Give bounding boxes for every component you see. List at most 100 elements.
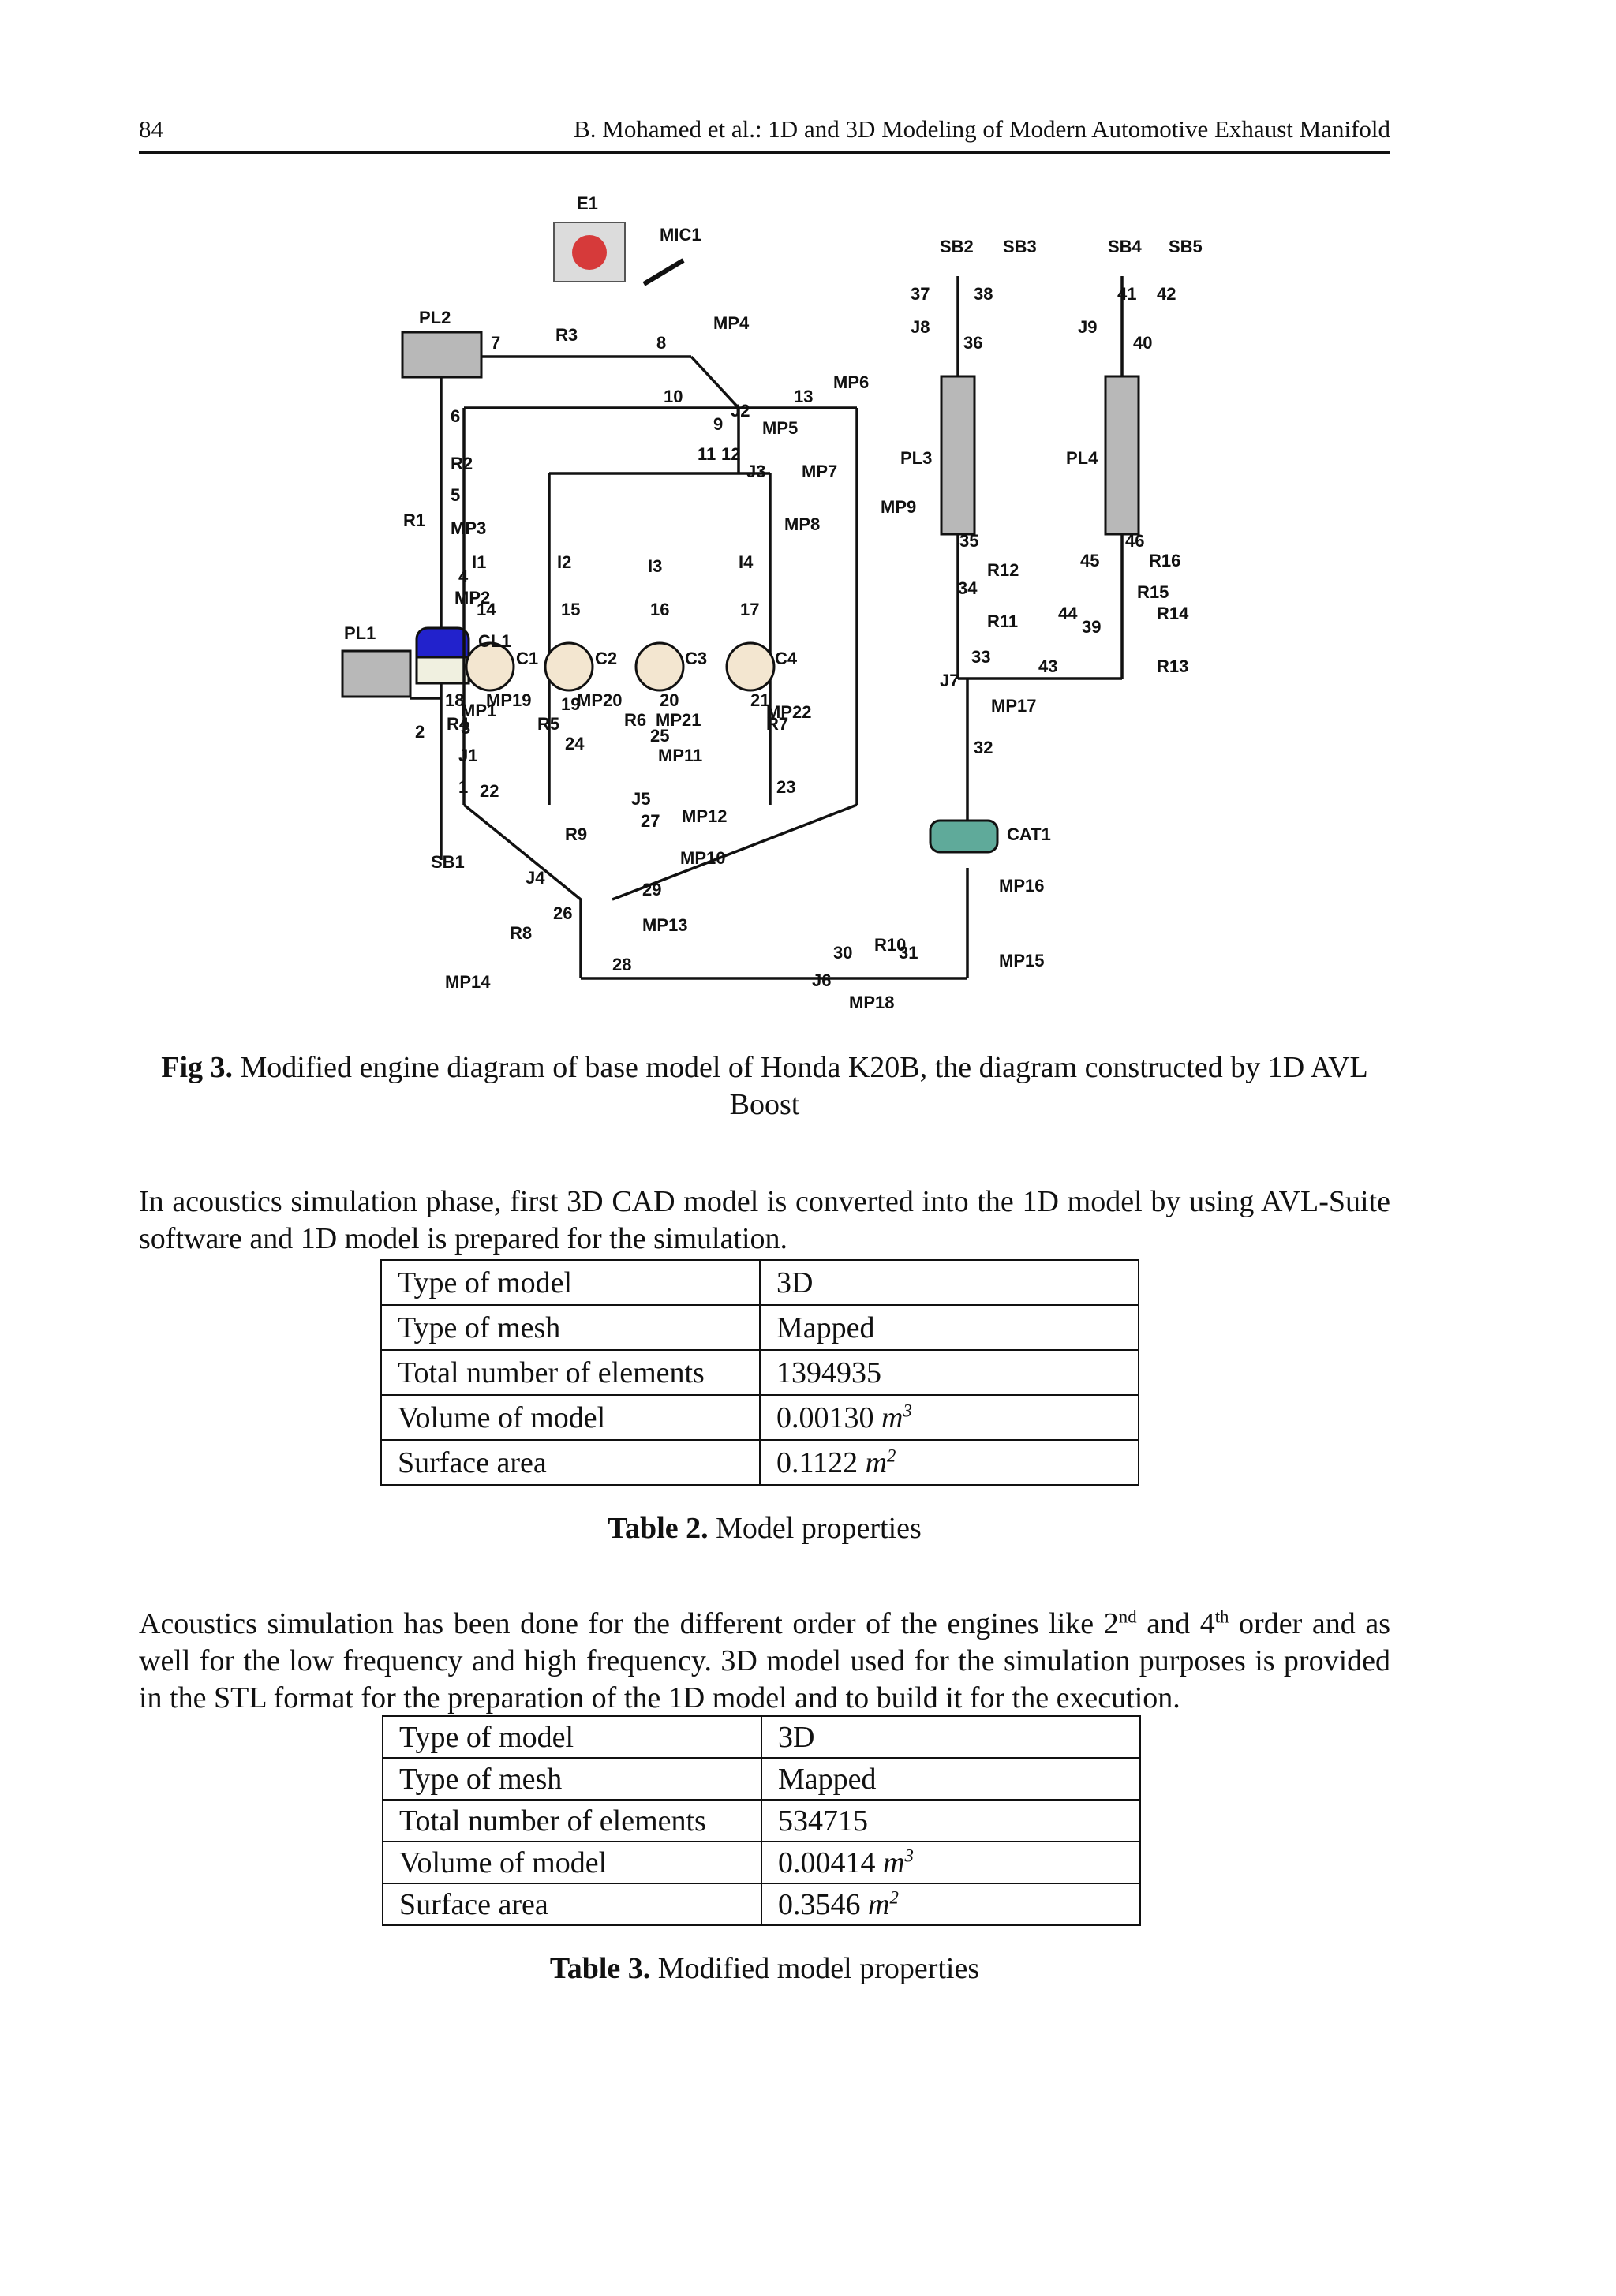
- diagram-label: 40: [1133, 333, 1152, 353]
- diagram-label: 27: [641, 811, 660, 831]
- catalyst-cat1: [929, 819, 999, 854]
- diagram-label: 20: [660, 690, 679, 710]
- diagram-label: 21: [750, 690, 769, 710]
- diagram-label: SB2: [940, 237, 974, 256]
- diagram-label: R3: [556, 325, 578, 345]
- diagram-label: J6: [812, 970, 831, 990]
- diagram-label: MP21: [656, 710, 701, 730]
- diagram-label: 4: [458, 567, 469, 586]
- property-name: Surface area: [380, 1439, 761, 1486]
- diagram-label: SB4: [1108, 237, 1143, 256]
- diagram-label: MP8: [784, 514, 820, 534]
- plenum-pl2: [401, 331, 483, 379]
- diagram-label: 10: [664, 387, 683, 406]
- diagram-label: R12: [987, 560, 1019, 580]
- diagram-label: MP10: [680, 848, 725, 868]
- diagram-label: MP12: [682, 806, 727, 826]
- diagram-label: 9: [713, 414, 723, 434]
- diagram-label: C2: [595, 649, 617, 668]
- property-value: 1394935: [759, 1349, 1139, 1396]
- property-name: Total number of elements: [380, 1349, 761, 1396]
- diagram-label: R5: [537, 714, 559, 734]
- diagram-label: J9: [1078, 317, 1097, 337]
- diagram-label: MP4: [713, 313, 750, 333]
- diagram-label: 46: [1125, 531, 1144, 551]
- diagram-label: 39: [1082, 617, 1101, 637]
- diagram-label: 38: [974, 284, 993, 304]
- diagram-label: 42: [1157, 284, 1176, 304]
- diagram-label: 13: [794, 387, 813, 406]
- para2-part3: order and as well for the low frequency …: [139, 1607, 1390, 1715]
- diagram-label: R2: [451, 454, 473, 473]
- diagram-label: J5: [631, 789, 650, 809]
- diagram-label: MP20: [577, 690, 622, 710]
- diagram-label: 43: [1038, 656, 1057, 676]
- unit: m3: [881, 1400, 912, 1434]
- diagram-label: 32: [974, 738, 993, 757]
- diagram-label: 35: [960, 531, 978, 551]
- diagram-label: 31: [899, 943, 918, 963]
- diagram-label: PL4: [1066, 448, 1098, 468]
- table2-caption: Table 2. Model properties: [139, 1510, 1390, 1547]
- diagram-label: MP3: [451, 518, 486, 538]
- property-value: 0.00130 m3: [759, 1394, 1139, 1441]
- diagram-label: R4: [447, 714, 469, 734]
- diagram-label: 6: [451, 406, 460, 426]
- diagram-label: MP9: [881, 497, 916, 517]
- property-name: Type of mesh: [380, 1304, 761, 1351]
- cylinders: [465, 641, 776, 692]
- diagram-label: MIC1: [660, 225, 701, 245]
- diagram-label: I1: [472, 552, 486, 572]
- diagram-label: J3: [746, 462, 765, 481]
- diagram-label: PL1: [344, 623, 376, 643]
- diagram-label: MP14: [445, 972, 491, 992]
- figure-caption: Fig 3. Modified engine diagram of base m…: [139, 1049, 1390, 1124]
- diagram-label: R15: [1137, 582, 1169, 602]
- diagram-label: 29: [642, 880, 661, 899]
- diagram-label: CAT1: [1007, 825, 1051, 844]
- diagram-label: R16: [1149, 551, 1180, 570]
- diagram-label: R9: [565, 825, 587, 844]
- diagram-label: MP19: [486, 690, 531, 710]
- diagram-label: CL1: [478, 631, 511, 651]
- diagram-label: MP7: [802, 462, 837, 481]
- diagram-label: 34: [958, 578, 978, 598]
- intro-paragraph: In acoustics simulation phase, first 3D …: [139, 1185, 1390, 1255]
- property-value: Mapped: [759, 1304, 1139, 1351]
- diagram-label: 19: [561, 694, 580, 714]
- diagram-label: J2: [731, 401, 750, 421]
- table2-caption-label: Table 2.: [608, 1512, 709, 1545]
- diagram-label: 3: [461, 718, 470, 738]
- diagram-label: 23: [776, 777, 795, 797]
- property-value: 0.00414 m3: [761, 1841, 1141, 1884]
- diagram-label: R1: [403, 510, 425, 530]
- diagram-label: MP15: [999, 951, 1044, 970]
- diagram-label: 14: [477, 600, 496, 619]
- diagram-label: R13: [1157, 656, 1188, 676]
- property-value: 534715: [761, 1799, 1141, 1842]
- table3-caption: Table 3. Modified model properties: [139, 1950, 1390, 1987]
- diagram-label: MP2: [454, 588, 490, 608]
- diagram-label: R11: [987, 611, 1018, 631]
- diagram-label: SB5: [1169, 237, 1203, 256]
- page-header: 84 B. Mohamed et al.: 1D and 3D Modeling…: [139, 115, 1390, 154]
- diagram-label: 2: [415, 722, 425, 742]
- diagram-label: 16: [650, 600, 669, 619]
- diagram-label: 12: [721, 444, 740, 464]
- property-name: Type of model: [382, 1715, 762, 1759]
- plenum-pl3: [940, 375, 976, 536]
- diagram-label: 26: [553, 903, 572, 923]
- property-name: Surface area: [382, 1883, 762, 1926]
- diagram-label: R6: [624, 710, 646, 730]
- para2-sup1: nd: [1118, 1606, 1137, 1627]
- diagram-label: E1: [577, 193, 598, 213]
- para2-sup2: th: [1214, 1606, 1229, 1627]
